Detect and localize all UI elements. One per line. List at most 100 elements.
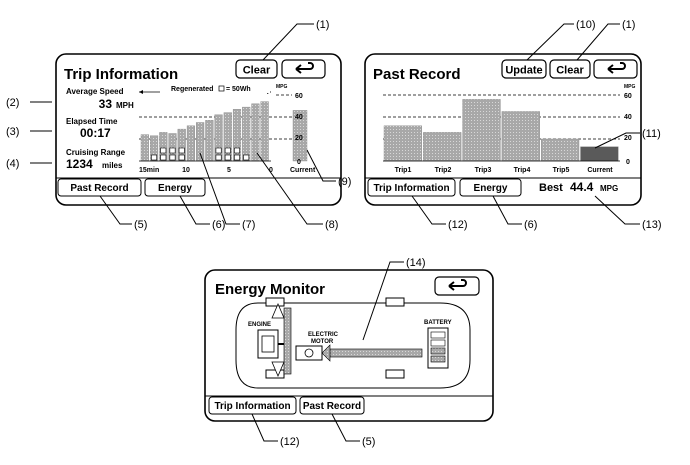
callout-2: (2) — [6, 97, 19, 109]
past-y-tick-0: 0 — [626, 159, 630, 166]
past-current-bar — [580, 146, 619, 162]
regen-legend-swatch — [218, 85, 225, 92]
tab-past-record[interactable]: Past Record — [57, 178, 142, 197]
trip-bar — [214, 114, 223, 162]
wheel-front-left — [265, 297, 285, 307]
trip-regen-block — [169, 147, 176, 154]
front-axle-arrow-up — [271, 302, 285, 319]
past-screen-title: Past Record — [373, 66, 461, 83]
trip-bar — [223, 112, 232, 162]
cruising-range-unit: miles — [102, 161, 123, 170]
callout-8: (8) — [325, 219, 338, 231]
trip-bar — [260, 101, 269, 162]
callout-13: (13) — [642, 219, 662, 231]
elapsed-time-value: 00:17 — [80, 126, 111, 140]
past-y-tick-40: 40 — [624, 114, 632, 121]
regenerated-label: Regenerated — [171, 86, 213, 93]
motor-label-2: MOTOR — [311, 339, 334, 345]
trip-x-label-0: 0 — [269, 167, 273, 174]
callout-1-past: (1) — [622, 19, 635, 31]
trip-bar — [196, 122, 205, 162]
update-button[interactable]: Update — [501, 59, 547, 79]
callout-6-past: (6) — [524, 219, 537, 231]
update-button-label: Update — [505, 65, 542, 77]
energy-tab-trip-information[interactable]: Trip Information — [208, 396, 297, 415]
past-record-screen: Past Record Update Clear MPG 60 40 20 0 … — [364, 53, 642, 206]
energy-tab-past-record-label: Past Record — [303, 401, 361, 412]
trip-x-label-current: Current — [290, 167, 316, 174]
best-value: 44.4 — [570, 180, 594, 194]
past-clear-label: Clear — [556, 65, 584, 77]
energy-screen-title: Energy Monitor — [215, 281, 325, 298]
tab-energy-label: Energy — [158, 183, 192, 194]
elapsed-time-label: Elapsed Time — [66, 117, 118, 126]
past-tab-energy[interactable]: Energy — [459, 178, 522, 197]
trip-regen-block — [169, 154, 176, 161]
trip-regen-block — [224, 147, 231, 154]
past-y-tick-60: 60 — [624, 93, 632, 100]
trip-regen-block — [234, 147, 240, 154]
trip-clear-button[interactable]: Clear — [235, 59, 278, 79]
cruising-range-label: Cruising Range — [66, 148, 126, 157]
trip-regen-block — [178, 147, 185, 154]
energy-flow-bar — [329, 348, 423, 358]
trip-screen-title: Trip Information — [64, 66, 178, 83]
callout-12-past: (12) — [448, 219, 468, 231]
cruising-range-value: 1234 — [66, 157, 93, 171]
energy-flow-arrow-head — [321, 344, 331, 362]
callout-6-trip: (6) — [212, 219, 225, 231]
past-chart-bars — [383, 99, 619, 162]
return-arrow-icon — [608, 62, 626, 70]
past-x-label-trip2: Trip2 — [435, 167, 452, 174]
return-arrow-icon — [449, 279, 467, 287]
trip-y-tick-40: 40 — [295, 114, 303, 121]
past-x-label-trip5: Trip5 — [553, 167, 570, 174]
trip-regen-block — [151, 154, 158, 161]
engine-label: ENGINE — [248, 322, 271, 328]
trip-y-tick-60: 60 — [295, 93, 303, 100]
trip-chart-bars — [140, 101, 308, 162]
past-x-label-current: Current — [587, 167, 613, 174]
best-unit: MPG — [600, 184, 618, 193]
trip-back-button[interactable] — [281, 59, 326, 79]
callout-3: (3) — [6, 126, 19, 138]
callout-1-trip: (1) — [316, 19, 329, 31]
past-tab-energy-label: Energy — [474, 183, 508, 194]
tab-past-record-label: Past Record — [70, 183, 128, 194]
past-bar — [501, 111, 540, 162]
wheel-front-right — [265, 369, 285, 379]
trip-regen-block — [243, 154, 250, 161]
past-back-button[interactable] — [593, 59, 638, 79]
trip-bar — [251, 103, 260, 162]
callout-11: (11) — [642, 128, 661, 140]
callout-5-trip: (5) — [134, 219, 147, 231]
trip-current-bar — [292, 110, 308, 162]
past-bar — [541, 138, 580, 162]
trip-mpg-unit: MPG — [276, 84, 288, 90]
energy-tab-past-record[interactable]: Past Record — [299, 396, 365, 415]
callout-5-energy: (5) — [362, 436, 375, 448]
trip-bar — [205, 120, 214, 162]
average-speed-label: Average Speed — [66, 87, 124, 96]
past-tab-trip-information[interactable]: Trip Information — [367, 178, 456, 197]
trip-clear-label: Clear — [243, 65, 271, 77]
past-tab-trip-information-label: Trip Information — [373, 183, 449, 194]
trip-regen-block — [224, 154, 231, 161]
regen-legend-text: = 50Wh — [226, 86, 251, 93]
energy-monitor-screen: Energy Monitor ENGINE ELECTRIC MOTOR BAT… — [204, 269, 494, 422]
motor-label-1: ELECTRIC — [308, 332, 339, 338]
front-axle-arrow-down — [271, 361, 285, 378]
past-mpg-unit: MPG — [624, 84, 636, 90]
trip-regen-block — [215, 147, 222, 154]
wheel-rear-left — [385, 297, 405, 307]
battery-label: BATTERY — [424, 320, 452, 326]
trip-x-label-15min: 15min — [139, 167, 159, 174]
tab-energy[interactable]: Energy — [144, 178, 206, 197]
front-axle-shaft — [283, 307, 292, 375]
past-x-label-trip4: Trip4 — [514, 167, 531, 174]
past-clear-button[interactable]: Clear — [549, 59, 591, 79]
energy-back-button[interactable] — [434, 276, 480, 296]
trip-y-tick-0: 0 — [297, 159, 301, 166]
energy-tab-trip-information-label: Trip Information — [214, 401, 290, 412]
